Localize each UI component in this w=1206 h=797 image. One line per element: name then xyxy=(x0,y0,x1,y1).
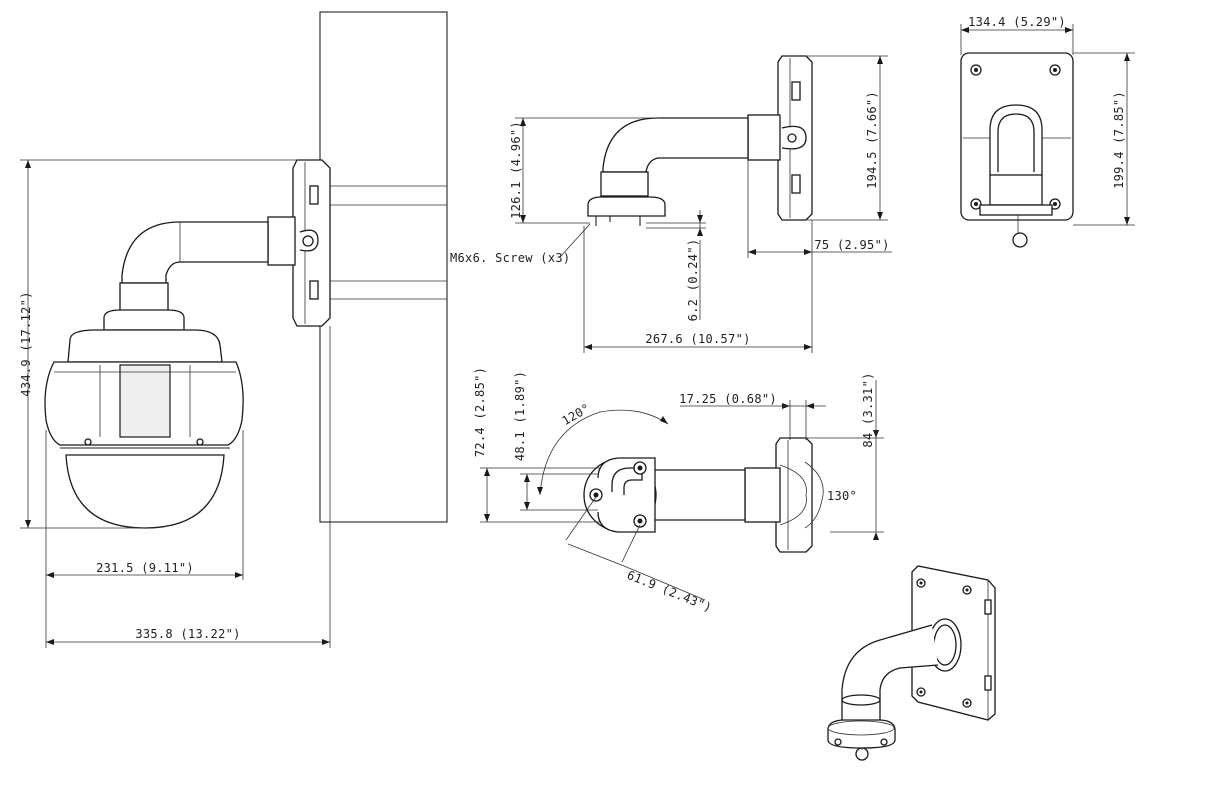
dim-bracket-height: 126.1 (4.96") xyxy=(509,121,523,219)
dim-hole-spacing: 61.9 (2.43") xyxy=(625,568,714,615)
camera-housing-top xyxy=(67,329,223,363)
angle-swivel: 130° xyxy=(827,489,857,503)
bracket-plate-top xyxy=(775,437,813,553)
wall-outline xyxy=(319,11,448,523)
camera-wall-mount-view: 434.9 (17.12") 231.5 (9.11") 335.8 (13.2… xyxy=(19,11,448,648)
camera-dome xyxy=(65,454,225,529)
plate-front-view: 134.4 (5.29") 199.4 (7.85") xyxy=(960,15,1135,248)
dim-bracket-length: 267.6 (10.57") xyxy=(645,332,750,346)
dim-plate-height-front: 199.4 (7.85") xyxy=(1112,91,1126,189)
dim-plate-thickness: 17.25 (0.68") xyxy=(679,392,777,406)
dim-flange-offset-large: 72.4 (2.85") xyxy=(473,367,487,457)
dim-screw-gap: 6.2 (0.24") xyxy=(686,239,700,322)
dim-flange-offset-small: 48.1 (1.89") xyxy=(513,371,527,461)
bracket-top-view: 120° 130° 72.4 (2.85") 48.1 (1.89") 17.2… xyxy=(473,367,884,615)
dim-plate-offset: 75 (2.95") xyxy=(814,238,889,252)
dim-plate-depth-top: 84 (3.31") xyxy=(861,372,875,447)
dim-plate-width: 134.4 (5.29") xyxy=(968,15,1066,29)
dim-plate-height-side: 194.5 (7.66") xyxy=(865,91,879,189)
dim-overall-depth: 335.8 (13.22") xyxy=(135,627,240,641)
bracket-side-view: 126.1 (4.96") 194.5 (7.66") 6.2 (0.24") … xyxy=(450,55,892,353)
callout-screw: M6x6. Screw (x3) xyxy=(450,251,570,265)
dim-overall-height: 434.9 (17.12") xyxy=(19,291,33,396)
bracket-isometric-view xyxy=(827,565,996,761)
dim-dome-width: 231.5 (9.11") xyxy=(96,561,194,575)
